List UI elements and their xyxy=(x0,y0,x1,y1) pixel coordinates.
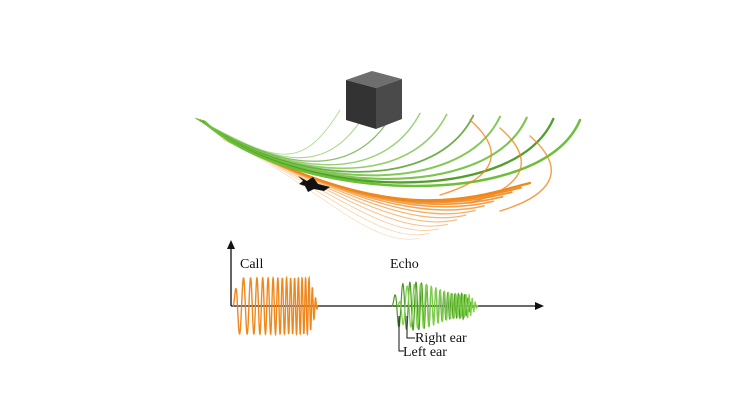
cube-top xyxy=(346,71,402,88)
cube-side xyxy=(376,79,402,129)
ear-markers xyxy=(398,316,415,352)
call-waveform xyxy=(232,275,319,337)
echo-label: Echo xyxy=(390,257,419,272)
left-ear-label: Left ear xyxy=(403,345,447,360)
left-ear-marker xyxy=(398,316,404,352)
x-axis-arrow xyxy=(535,302,544,310)
y-axis-arrow xyxy=(227,240,235,249)
call-wavefront-overlay xyxy=(439,119,492,196)
echo-wavefront xyxy=(203,118,582,188)
echo-waveform-left-ear xyxy=(397,283,479,329)
right-ear-label: Right ear xyxy=(415,331,467,346)
echo-wavefronts xyxy=(194,109,582,212)
right-ear-marker xyxy=(406,316,415,339)
cube-front xyxy=(346,80,376,129)
call-label: Call xyxy=(240,257,263,272)
call-wavefront-overlay xyxy=(499,135,552,212)
signal-axes xyxy=(227,240,544,310)
bat-icon xyxy=(298,176,330,192)
call-wavefront xyxy=(258,154,532,202)
call-wavefront-overlay xyxy=(469,127,522,204)
cube-icon xyxy=(346,71,402,129)
